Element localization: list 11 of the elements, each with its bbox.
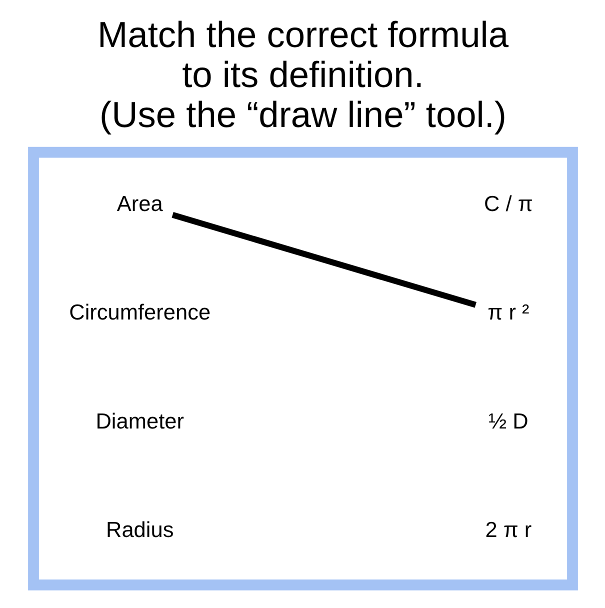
connector (171, 212, 476, 308)
node-text: Area (116, 190, 162, 216)
node-text: Diameter (95, 408, 184, 434)
node-text: π r ² (487, 300, 529, 325)
diagram-title: Match the correct formula to its definition. (Use the “draw line” tool.) (97, 14, 508, 135)
node-text: Radius (105, 517, 174, 542)
node-text: ½ D (488, 408, 528, 434)
node-text: C / π (484, 190, 532, 216)
node-text: 2 π r (484, 517, 532, 542)
cluster (28, 146, 578, 590)
node-text: Circumference (68, 300, 210, 325)
